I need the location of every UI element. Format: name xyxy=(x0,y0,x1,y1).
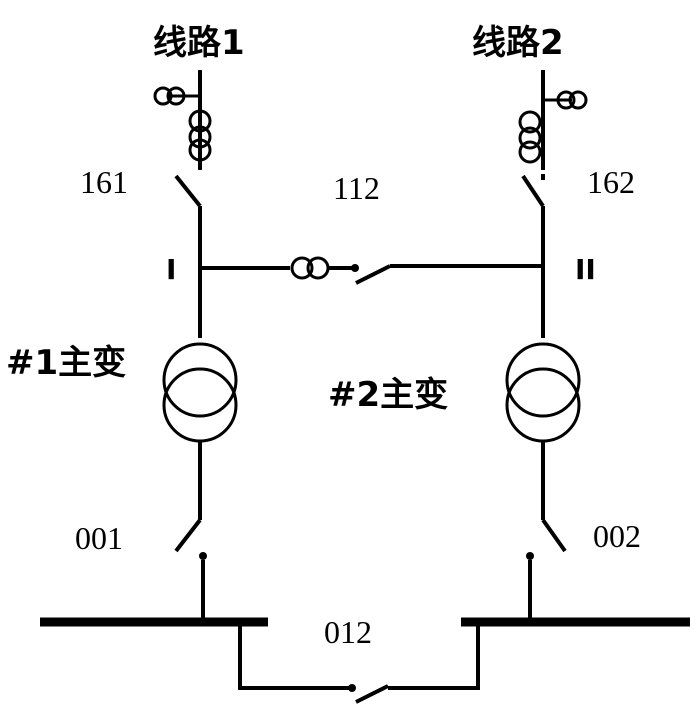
bus-tie-012 xyxy=(238,622,480,704)
transformer-2-label: #2主变 xyxy=(328,375,449,415)
breaker-162-label: 162 xyxy=(587,164,635,200)
bus-tie-112 xyxy=(200,256,543,285)
breaker-002-label: 002 xyxy=(593,518,641,554)
line2-feeder xyxy=(518,70,588,338)
low-side-left xyxy=(174,441,207,622)
line2-current-transformer xyxy=(518,90,588,164)
bus-2-label: II xyxy=(575,253,596,286)
transformer-2-symbol xyxy=(505,342,581,443)
breaker-001-symbol xyxy=(174,518,202,553)
breaker-001-label: 001 xyxy=(75,520,123,556)
line2-label: 线路2 xyxy=(472,23,564,63)
transformer-1-label: #1主变 xyxy=(6,343,127,383)
breaker-161-label: 161 xyxy=(80,164,128,200)
line1-label: 线路1 xyxy=(153,23,245,63)
bus-1-label: I xyxy=(166,253,177,286)
transformer-1-symbol xyxy=(162,342,238,443)
breaker-112-label: 112 xyxy=(333,170,380,206)
breaker-012-label: 012 xyxy=(324,614,372,650)
line1-feeder xyxy=(153,70,212,338)
breaker-161-symbol xyxy=(174,174,202,208)
line1-current-transformer xyxy=(153,86,212,162)
breaker-002-symbol xyxy=(541,518,567,553)
breaker-162-symbol xyxy=(521,174,545,208)
low-side-right xyxy=(526,441,567,622)
